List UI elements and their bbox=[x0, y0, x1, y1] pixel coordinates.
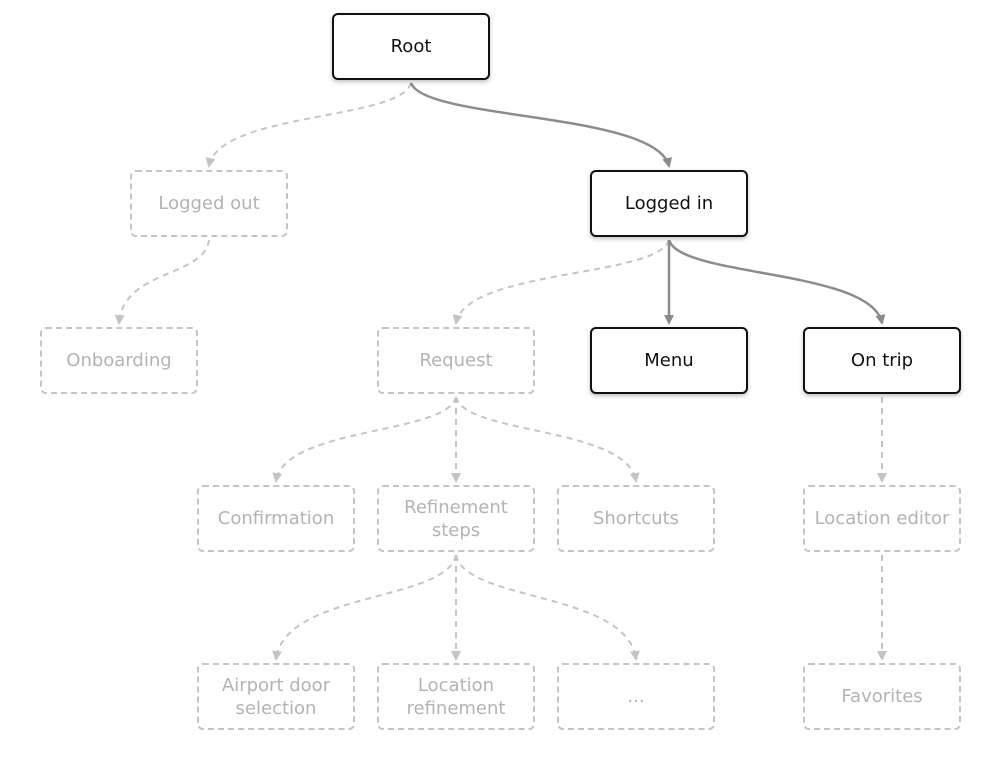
node-location-refinement: Location refinement bbox=[377, 663, 535, 730]
node-label: Logged in bbox=[624, 193, 714, 214]
node-label: Location refinement bbox=[406, 674, 506, 719]
edge-request-to-shortcuts bbox=[455, 396, 640, 483]
node-request: Request bbox=[377, 327, 535, 394]
edge-refinement-steps-to-more bbox=[455, 554, 640, 661]
node-label: Root bbox=[390, 36, 432, 57]
node-menu: Menu bbox=[590, 327, 748, 394]
node-label: Airport door selection bbox=[221, 674, 331, 719]
edge-logged-in-to-request bbox=[452, 239, 670, 325]
node-label: Request bbox=[419, 350, 493, 371]
node-refinement-steps: Refinement steps bbox=[377, 485, 535, 552]
edge-logged-in-to-on-trip bbox=[667, 239, 886, 325]
node-label: On trip bbox=[850, 350, 914, 371]
node-label: Favorites bbox=[841, 686, 923, 707]
node-logged-in: Logged in bbox=[590, 170, 748, 237]
node-root: Root bbox=[332, 13, 490, 80]
node-more: ... bbox=[557, 663, 715, 730]
node-confirmation: Confirmation bbox=[197, 485, 355, 552]
edge-logged-out-to-onboarding bbox=[114, 239, 210, 325]
edge-root-to-logged-out bbox=[205, 82, 412, 168]
node-location-editor: Location editor bbox=[803, 485, 961, 552]
node-label: Shortcuts bbox=[592, 508, 680, 529]
node-onboarding: Onboarding bbox=[40, 327, 198, 394]
node-label: Logged out bbox=[158, 193, 260, 214]
node-shortcuts: Shortcuts bbox=[557, 485, 715, 552]
edge-refinement-steps-to-airport-door-selection bbox=[272, 554, 457, 661]
node-label: Menu bbox=[644, 350, 694, 371]
edge-request-to-confirmation bbox=[272, 396, 457, 483]
node-label: Location editor bbox=[814, 508, 950, 529]
node-favorites: Favorites bbox=[803, 663, 961, 730]
node-label: ... bbox=[627, 686, 645, 707]
node-airport-door-selection: Airport door selection bbox=[197, 663, 355, 730]
edge-root-to-logged-in bbox=[409, 82, 672, 168]
node-label: Confirmation bbox=[217, 508, 335, 529]
node-logged-out: Logged out bbox=[130, 170, 288, 237]
node-on-trip: On trip bbox=[803, 327, 961, 394]
node-label: Onboarding bbox=[66, 350, 172, 371]
node-label: Refinement steps bbox=[404, 496, 508, 541]
